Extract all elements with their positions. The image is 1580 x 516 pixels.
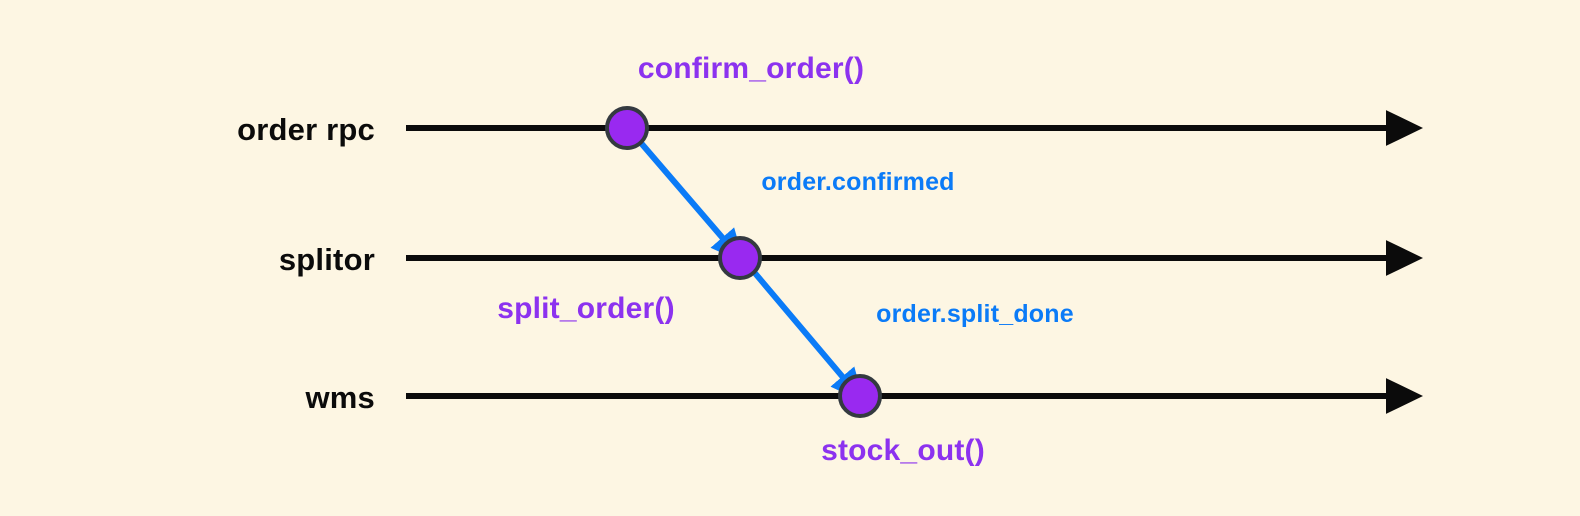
message-arrow-order-confirmed[interactable] — [638, 140, 745, 264]
lane-order-rpc: order rpc — [237, 110, 1423, 147]
message-order-split-done[interactable]: order.split_done — [751, 269, 1074, 403]
lane-label-splitor: splitor — [279, 242, 375, 277]
node-split-order[interactable]: split_order() — [497, 236, 762, 325]
lane-label-order-rpc: order rpc — [237, 112, 375, 147]
node-label-split-order: split_order() — [497, 292, 675, 325]
message-order-confirmed[interactable]: order.confirmed — [638, 140, 955, 264]
node-label-stock-out: stock_out() — [821, 434, 985, 467]
node-confirm-order[interactable]: confirm_order() — [605, 52, 864, 150]
lane-splitor: splitor — [279, 240, 1423, 277]
lane-label-wms: wms — [304, 380, 375, 415]
message-arrow-order-split-done[interactable] — [751, 269, 865, 403]
node-dot-stock-out[interactable] — [838, 374, 882, 418]
lane-wms: wms — [304, 378, 1423, 415]
node-label-confirm-order: confirm_order() — [638, 52, 864, 85]
message-label-order-confirmed: order.confirmed — [761, 168, 954, 196]
node-stock-out[interactable]: stock_out() — [821, 374, 985, 467]
message-label-order-split-done: order.split_done — [876, 300, 1074, 328]
node-dot-confirm-order[interactable] — [605, 106, 649, 150]
node-dot-split-order[interactable] — [718, 236, 762, 280]
